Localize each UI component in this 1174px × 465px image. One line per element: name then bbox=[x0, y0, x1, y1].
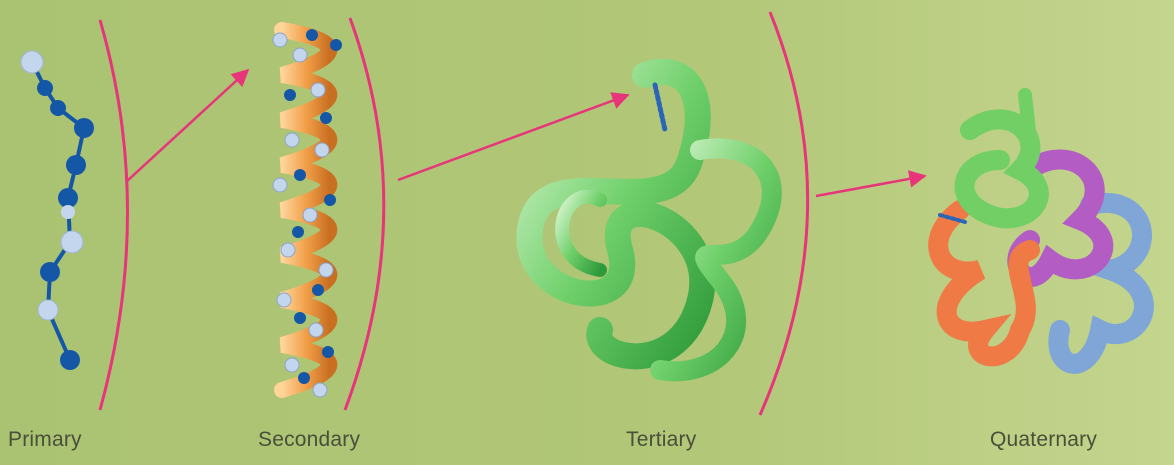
label-secondary: Secondary bbox=[258, 428, 360, 452]
label-quaternary: Quaternary bbox=[990, 428, 1097, 452]
label-tertiary: Tertiary bbox=[626, 428, 696, 452]
label-primary: Primary bbox=[8, 428, 82, 452]
